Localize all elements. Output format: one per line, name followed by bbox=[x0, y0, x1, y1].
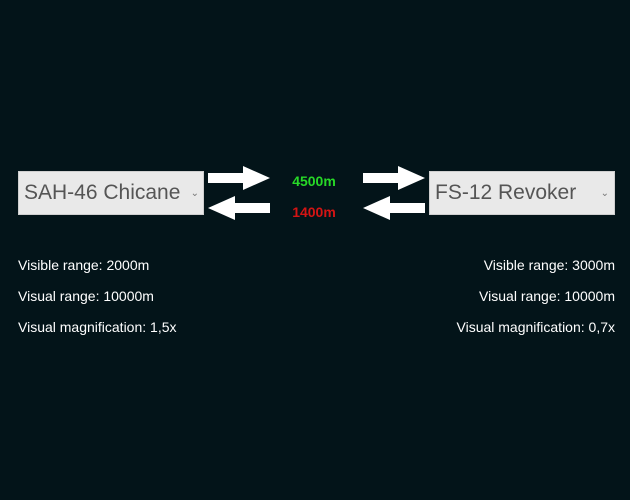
left-visible-range: Visible range: 2000m bbox=[18, 257, 150, 273]
arrow-right-icon bbox=[208, 166, 270, 190]
arrow-left-icon bbox=[363, 196, 425, 220]
chevron-down-icon: ⌄ bbox=[190, 188, 199, 199]
left-ship-select[interactable]: SAH-46 Chicane ⌄ bbox=[18, 171, 204, 215]
arrow-left-icon bbox=[208, 196, 270, 220]
right-visual-range: Visual range: 10000m bbox=[479, 288, 615, 304]
right-visible-range: Visible range: 3000m bbox=[483, 257, 615, 273]
right-ship-select[interactable]: FS-12 Revoker ⌄ bbox=[429, 171, 615, 215]
left-ship-select-value: SAH-46 Chicane bbox=[24, 181, 181, 204]
left-visual-range: Visual range: 10000m bbox=[18, 288, 154, 304]
back-detection-range: 1400m bbox=[292, 204, 336, 220]
right-visual-magnification: Visual magnification: 0,7x bbox=[456, 319, 616, 335]
right-ship-select-value: FS-12 Revoker bbox=[435, 181, 577, 204]
chevron-down-icon: ⌄ bbox=[600, 188, 609, 199]
forward-detection-range: 4500m bbox=[292, 173, 336, 189]
arrow-right-icon bbox=[363, 166, 425, 190]
left-visual-magnification: Visual magnification: 1,5x bbox=[18, 319, 177, 335]
